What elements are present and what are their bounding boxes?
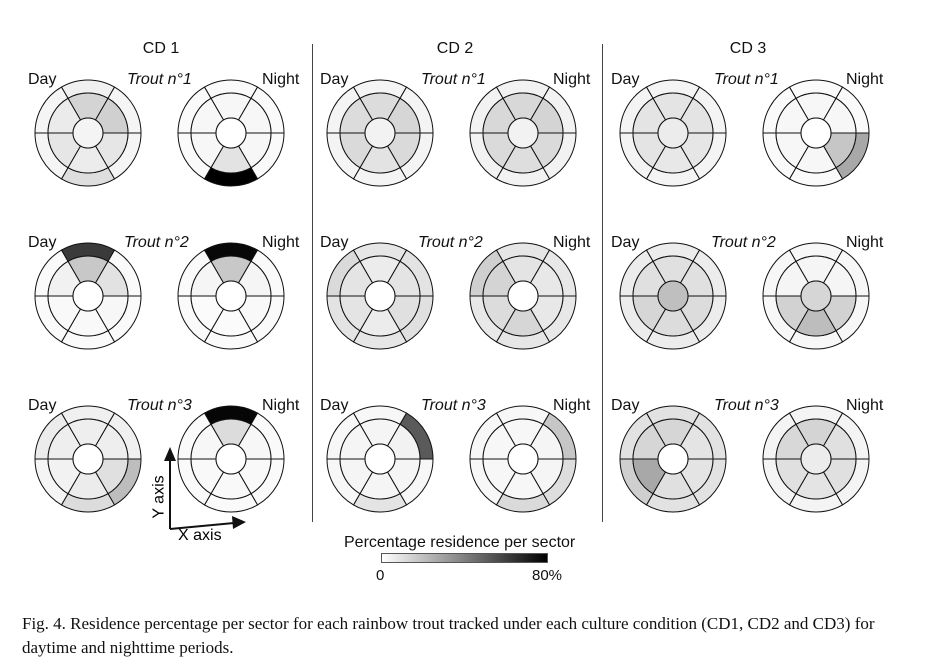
day-label: Day [320,71,349,88]
legend-gradient-bar [381,553,548,563]
column-title-cd2: CD 2 [436,40,474,57]
axes-indicator [164,447,246,530]
night-label: Night [553,71,591,88]
center-sector [800,280,832,312]
sector-diagram-cd2-trout1-day [326,79,434,187]
night-label: Night [262,71,300,88]
sector-diagram-cd3-trout1-day [619,79,727,187]
x-axis-label: X axis [178,527,222,544]
sector-diagram-cd2-trout3-day [326,405,434,513]
center-sector [507,117,539,149]
trout-label: Trout n°2 [711,234,776,251]
sector-diagram-cd1-trout2-night [177,242,285,350]
center-sector [364,117,396,149]
center-sector [800,443,832,475]
center-sector [800,117,832,149]
sector-diagram-cd3-trout2-night [762,242,870,350]
trout-label: Trout n°1 [714,71,779,88]
day-label: Day [320,397,349,414]
sector-diagram-cd2-trout1-night [469,79,577,187]
center-sector [364,443,396,475]
day-label: Day [28,397,57,414]
center-sector [657,443,689,475]
center-sector [215,280,247,312]
center-sector [657,117,689,149]
trout-label: Trout n°1 [421,71,486,88]
sector-diagram-cd1-trout3-night [177,405,285,513]
sector-diagram-cd1-trout2-day [34,242,142,350]
night-label: Night [846,397,884,414]
night-label: Night [846,234,884,251]
night-label: Night [262,234,300,251]
sector-diagram-cd2-trout3-night [469,405,577,513]
night-label: Night [553,397,591,414]
sector-diagram-cd2-trout2-day [326,242,434,350]
column-title-cd1: CD 1 [142,40,180,57]
center-sector [72,280,104,312]
center-sector [507,280,539,312]
sector-diagram-cd3-trout3-day [619,405,727,513]
trout-label: Trout n°3 [714,397,779,414]
legend-title: Percentage residence per sector [344,534,576,551]
night-label: Night [846,71,884,88]
sector-diagram-cd1-trout1-day [34,79,142,187]
figure-caption: Fig. 4. Residence percentage per sector … [22,614,875,657]
day-label: Day [28,234,57,251]
column-divider [312,44,313,522]
center-sector [364,280,396,312]
trout-label: Trout n°1 [127,71,192,88]
night-label: Night [553,234,591,251]
column-divider [602,44,603,522]
sector-diagram-cd3-trout2-day [619,242,727,350]
column-title-cd3: CD 3 [729,40,767,57]
trout-label: Trout n°2 [124,234,189,251]
center-sector [657,280,689,312]
sector-diagram-cd2-trout2-night [469,242,577,350]
y-axis-label: Y axis [150,475,168,519]
day-label: Day [28,71,57,88]
center-sector [507,443,539,475]
sector-diagram-cd3-trout3-night [762,405,870,513]
day-label: Day [320,234,349,251]
center-sector [72,117,104,149]
trout-label: Trout n°3 [421,397,486,414]
legend-min-label: 0 [376,567,385,584]
sector-diagram-cd3-trout1-night [762,79,870,187]
day-label: Day [611,397,640,414]
day-label: Day [611,71,640,88]
night-label: Night [262,397,300,414]
day-label: Day [611,234,640,251]
center-sector [72,443,104,475]
figure: CD 1 CD 2 CD 3 Day Trout n°1 Night Day T… [28,40,884,584]
sector-diagram-cd1-trout3-day [34,405,142,513]
legend-max-label: 80% [532,567,563,584]
trout-label: Trout n°3 [127,397,192,414]
sector-diagram-cd1-trout1-night [177,79,285,187]
center-sector [215,117,247,149]
trout-label: Trout n°2 [418,234,483,251]
